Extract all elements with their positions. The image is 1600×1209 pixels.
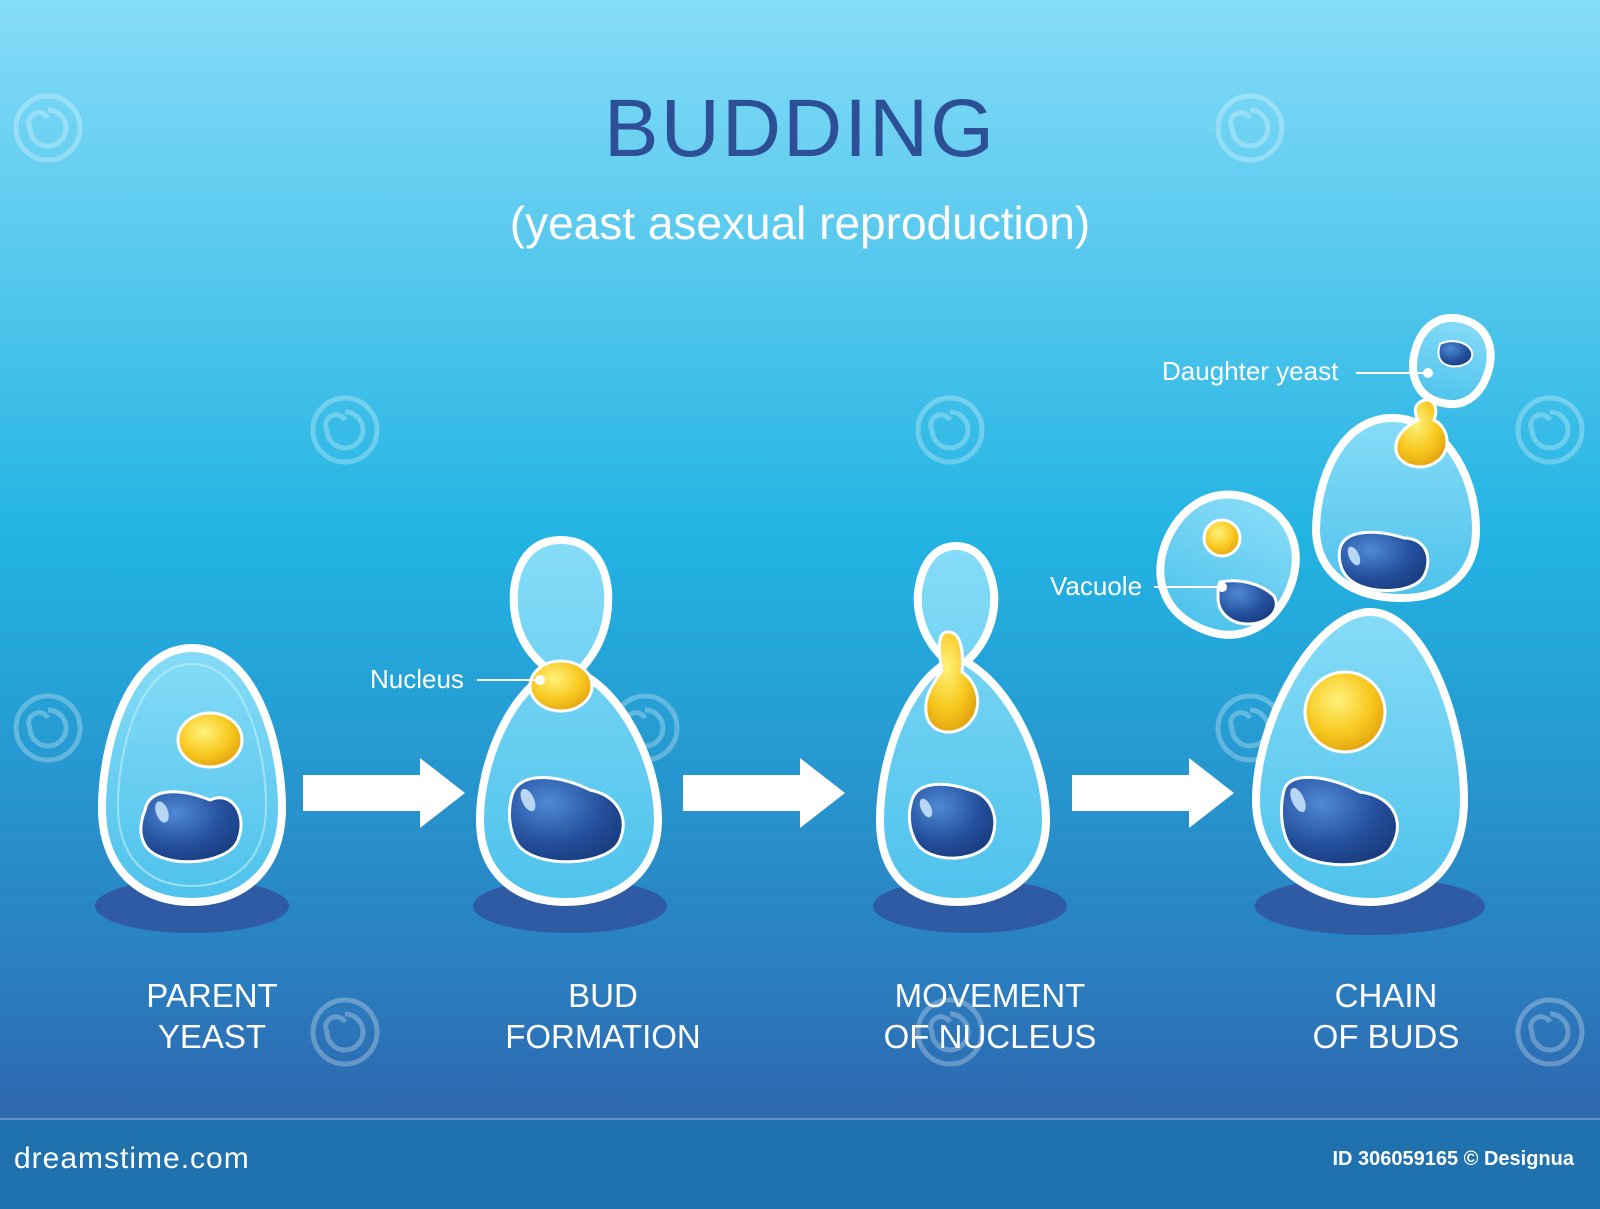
vacuole-shape	[1216, 579, 1278, 626]
vacuole-shape	[1280, 775, 1399, 867]
nucleus-shape	[1394, 398, 1449, 469]
movement-of-nucleus-cell	[875, 541, 1051, 907]
footer-bar: dreamstime.com ID 306059165 © Designua	[0, 1120, 1600, 1209]
nucleus-shape	[1303, 670, 1387, 754]
page-subtitle: (yeast asexual reproduction)	[509, 197, 1091, 249]
parent-yeast-cell	[97, 643, 287, 907]
site-name: dreamstime.com	[14, 1142, 250, 1175]
vacuole-shape	[907, 782, 997, 860]
arrow-3	[1072, 758, 1234, 828]
vacuole-shape	[139, 790, 243, 864]
vacuole-shape	[508, 776, 625, 864]
callout-nucleus: Nucleus	[370, 664, 464, 694]
vacuole-shape	[1337, 530, 1430, 592]
arrow-1	[303, 758, 465, 828]
page-title: BUDDING	[603, 83, 997, 174]
arrow-2	[683, 758, 845, 828]
image-credit: ID 306059165 © Designua	[1332, 1148, 1574, 1170]
watermark-swirls	[13, 93, 1585, 1067]
nucleus-shape	[528, 659, 594, 713]
callout-vacuole: Vacuole	[1050, 571, 1143, 601]
nucleus-shape	[1202, 518, 1242, 558]
bud-formation-cell	[475, 535, 663, 907]
callout-leaders	[477, 368, 1433, 685]
nucleus-shape	[924, 630, 980, 734]
callout-daughter-yeast: Daughter yeast	[1162, 356, 1339, 386]
chain-of-buds-cells	[1156, 314, 1495, 907]
nucleus-shape	[176, 711, 244, 769]
